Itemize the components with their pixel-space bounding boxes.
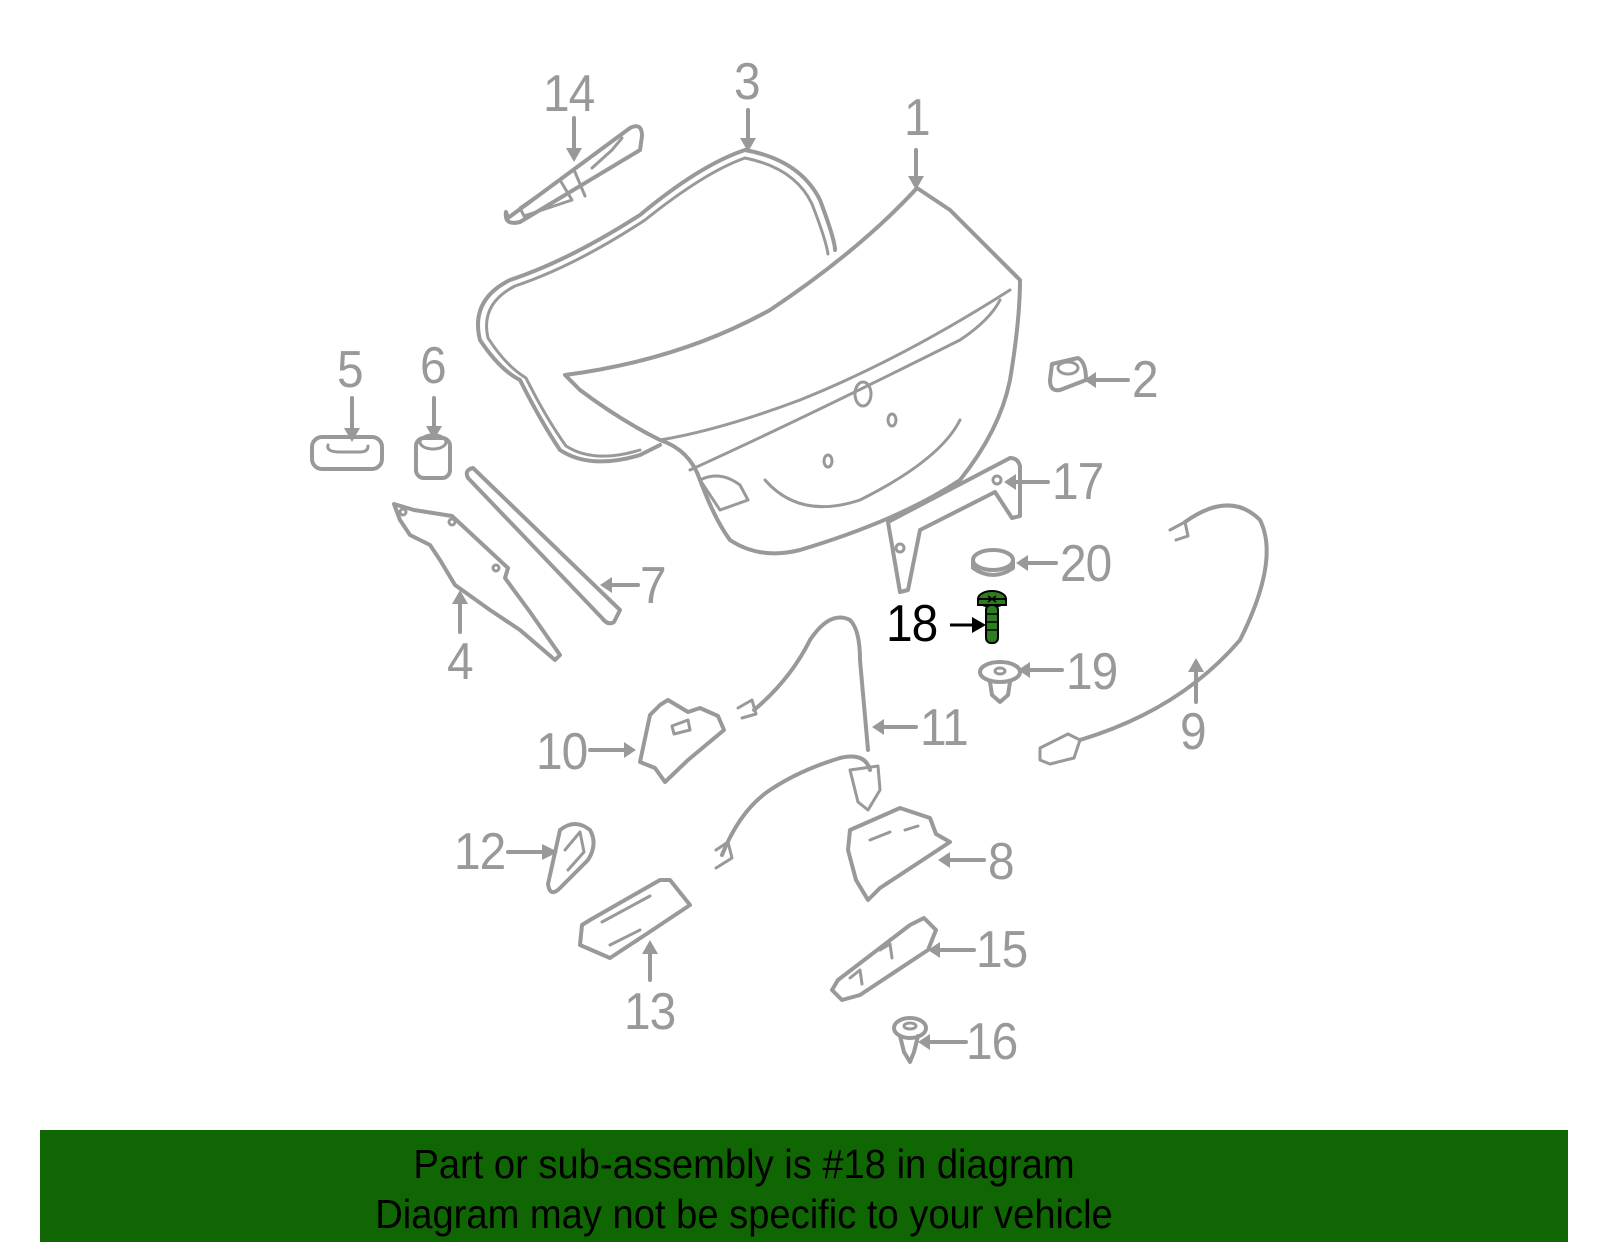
callout-16[interactable]: 16	[966, 1013, 1018, 1071]
part-13-release-handle	[578, 878, 692, 960]
part-14-handle-garnish	[503, 124, 644, 225]
callout-8[interactable]: 8	[988, 833, 1015, 891]
part-11-cable	[714, 615, 882, 870]
banner-disclaimer: Diagram may not be specific to your vehi…	[375, 1191, 1113, 1237]
parts-diagram: 1 2 3 4 5 6 7 8 9 10 11 12 13 14 15 16 1…	[310, 53, 1269, 1071]
callout-5[interactable]: 5	[337, 341, 364, 399]
part-17-reinforcement-bracket	[886, 456, 1022, 594]
leader-arrows	[344, 108, 1204, 1050]
part-9-release-cable	[1038, 503, 1269, 766]
callout-14[interactable]: 14	[543, 65, 595, 123]
part-18-screw-highlighted	[950, 590, 1007, 644]
callout-2[interactable]: 2	[1132, 351, 1159, 409]
part-3-weatherstrip	[476, 148, 837, 464]
callout-19[interactable]: 19	[1066, 643, 1118, 701]
part-2-striker-bumper	[1048, 356, 1088, 393]
callout-18-highlighted[interactable]: 18	[886, 595, 938, 653]
part-19-retainer	[978, 660, 1022, 704]
callout-15[interactable]: 15	[976, 921, 1028, 979]
part-15-bracket	[830, 916, 938, 1002]
part-6-bumper-stop	[414, 433, 452, 480]
callout-20[interactable]: 20	[1060, 535, 1112, 593]
callout-17[interactable]: 17	[1052, 453, 1104, 511]
part-1-trunk-lid	[563, 186, 1022, 556]
part-5-bumper-pad	[310, 435, 384, 471]
callout-10[interactable]: 10	[536, 723, 588, 781]
banner-part-notice: Part or sub-assembly is #18 in diagram	[413, 1141, 1075, 1187]
callout-12[interactable]: 12	[454, 823, 506, 881]
callout-4[interactable]: 4	[447, 633, 474, 691]
callout-7[interactable]: 7	[640, 557, 667, 615]
callout-3[interactable]: 3	[734, 53, 761, 111]
part-12-handle-cover	[546, 822, 596, 895]
part-7-support-rod	[464, 466, 622, 626]
part-8-lock-actuator	[846, 806, 952, 902]
part-20-grommet	[971, 548, 1015, 577]
info-banner: Part or sub-assembly is #18 in diagram D…	[40, 1130, 1568, 1242]
callout-13[interactable]: 13	[624, 983, 676, 1041]
part-4-hinge	[392, 502, 562, 662]
part-10-latch	[638, 698, 726, 784]
callout-9[interactable]: 9	[1180, 703, 1207, 761]
callout-1[interactable]: 1	[904, 89, 931, 147]
part-16-clip	[892, 1016, 928, 1064]
callout-6[interactable]: 6	[420, 337, 447, 395]
diagram-drawing	[310, 108, 1269, 1064]
callout-11[interactable]: 11	[920, 699, 969, 757]
